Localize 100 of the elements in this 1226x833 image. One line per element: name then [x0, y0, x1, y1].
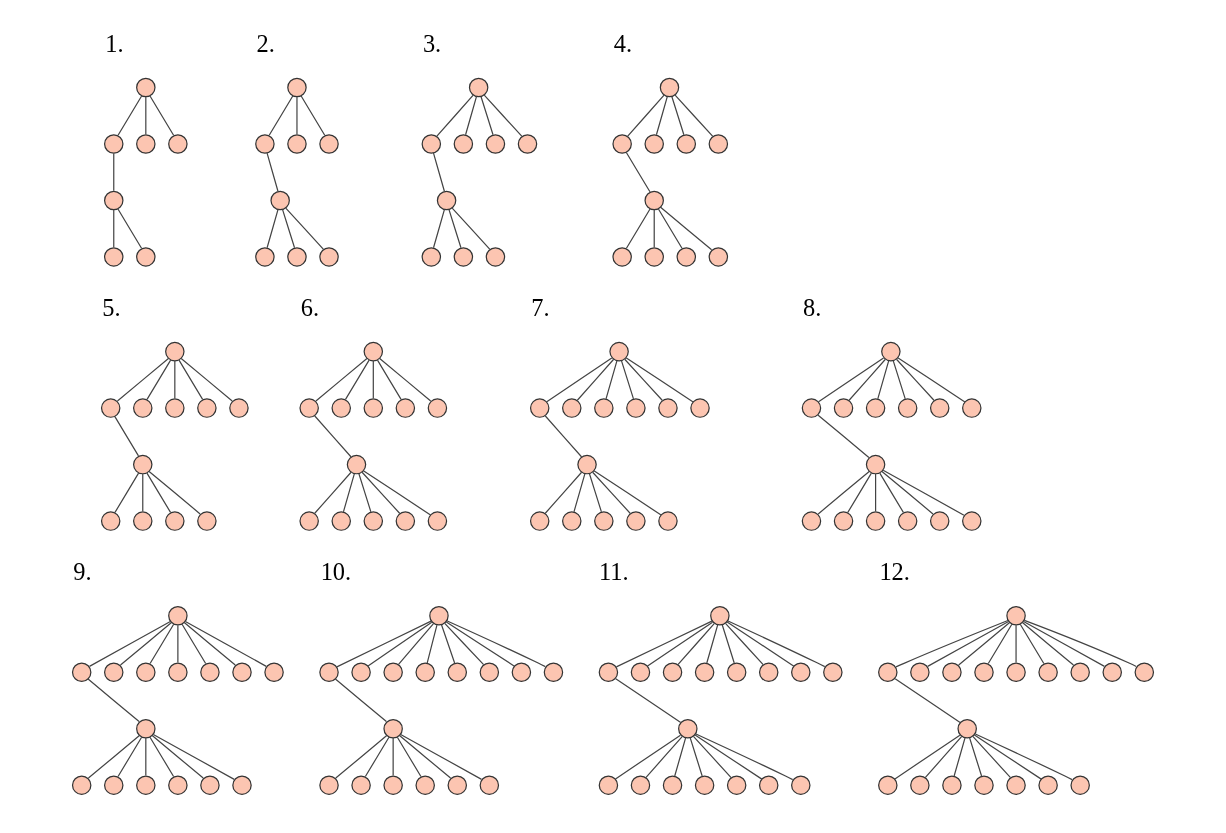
connector: [645, 735, 683, 779]
node-circle: [427, 398, 448, 418]
connector: [897, 357, 966, 403]
connector: [657, 208, 683, 249]
node-circle: [104, 190, 124, 211]
connector: [987, 623, 1013, 665]
node-circle: [865, 398, 886, 418]
node-circle: [71, 662, 92, 682]
connector: [300, 95, 326, 136]
connector: [379, 357, 432, 402]
connector: [895, 358, 935, 402]
node-circle: [346, 454, 367, 475]
node-circle: [468, 77, 489, 98]
connector: [392, 737, 394, 776]
node-circle: [100, 398, 121, 418]
node-circle: [479, 775, 500, 795]
connector: [116, 357, 170, 402]
node-circle: [331, 511, 351, 531]
connector: [448, 208, 462, 249]
connector: [689, 737, 703, 777]
node-circle: [319, 134, 339, 154]
node-circle: [694, 662, 715, 682]
node-circle: [168, 605, 188, 626]
connector: [695, 733, 794, 781]
node-circle: [319, 247, 339, 267]
node-circle: [974, 775, 994, 795]
connector: [149, 95, 175, 136]
connector: [848, 358, 887, 402]
connector: [677, 622, 716, 666]
node-circle: [351, 775, 371, 795]
label: 3.: [422, 30, 442, 58]
node-circle: [71, 775, 92, 795]
connector: [313, 471, 352, 515]
connector: [674, 737, 687, 777]
label: 6.: [300, 294, 320, 322]
connector: [184, 620, 267, 667]
connector: [362, 470, 432, 516]
label: 7.: [531, 294, 550, 322]
connector: [1015, 624, 1017, 664]
node-circle: [962, 511, 982, 531]
label: 5.: [102, 294, 121, 322]
node-circle: [200, 775, 220, 795]
connector: [727, 620, 826, 668]
connector: [445, 621, 515, 667]
node-circle: [644, 190, 664, 211]
node-circle: [662, 662, 683, 682]
connector: [1023, 620, 1106, 667]
connector: [881, 470, 934, 515]
connector: [336, 620, 432, 668]
node-circle: [363, 398, 384, 418]
connector: [875, 473, 877, 512]
connector: [266, 208, 279, 249]
node-circle: [791, 775, 811, 795]
label: 2.: [256, 30, 275, 58]
connector: [117, 95, 143, 136]
node-circle: [383, 718, 403, 739]
connector: [625, 208, 651, 249]
connector: [148, 470, 201, 515]
node-circle: [453, 247, 474, 267]
connector: [400, 733, 483, 780]
connector: [119, 621, 173, 666]
node-circle: [299, 511, 319, 531]
node-circle: [104, 662, 124, 682]
node-circle: [232, 775, 252, 795]
connector: [614, 734, 682, 780]
connector: [335, 734, 388, 779]
node-circle: [791, 662, 811, 682]
node-circle: [168, 134, 188, 154]
node-circle: [708, 134, 729, 154]
connector: [149, 623, 175, 665]
connector: [615, 678, 682, 724]
node-circle: [1006, 775, 1026, 795]
connector: [721, 624, 735, 664]
node-circle: [1006, 662, 1026, 682]
connector: [285, 207, 325, 250]
node-circle: [878, 662, 898, 682]
node-circle: [543, 662, 564, 682]
node-circle: [626, 511, 646, 531]
node-circle: [1038, 775, 1058, 795]
connector: [314, 415, 352, 458]
connector: [358, 472, 372, 513]
connector: [87, 678, 140, 723]
connector: [1023, 619, 1137, 668]
connector: [281, 208, 296, 249]
node-circle: [255, 247, 275, 267]
node-circle: [197, 511, 217, 531]
node-circle: [823, 662, 843, 682]
connector: [895, 619, 1009, 668]
label: 9.: [73, 558, 92, 586]
node-circle: [363, 511, 384, 531]
connector: [180, 357, 233, 402]
connector: [174, 360, 176, 399]
node-circle: [612, 134, 632, 154]
node-circle: [165, 398, 185, 418]
node-circle: [758, 662, 779, 682]
node-circle: [232, 662, 252, 682]
connector: [620, 359, 635, 400]
connector: [817, 357, 885, 403]
connector: [367, 621, 433, 667]
connector: [972, 735, 1012, 779]
